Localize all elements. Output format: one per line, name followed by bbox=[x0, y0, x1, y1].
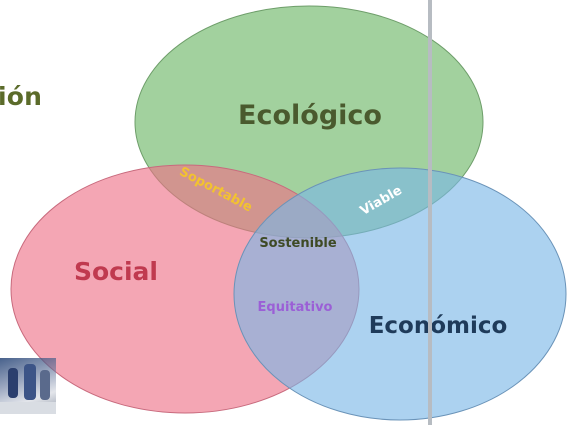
vertical-divider bbox=[428, 0, 432, 425]
people-photo bbox=[0, 358, 56, 414]
label-ecologico: Ecológico bbox=[238, 100, 382, 131]
slide-title-fragment: ión bbox=[0, 82, 43, 111]
label-social: Social bbox=[74, 257, 158, 286]
label-economico: Económico bbox=[369, 313, 508, 339]
label-sostenible: Sostenible bbox=[259, 236, 337, 251]
set-economico bbox=[233, 167, 567, 421]
label-equitativo: Equitativo bbox=[258, 300, 333, 315]
